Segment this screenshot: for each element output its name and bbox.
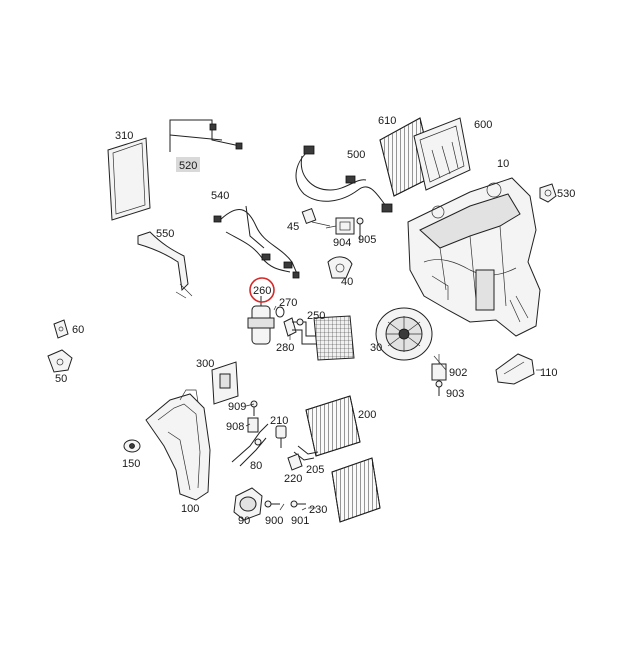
label-550: 550 (156, 228, 174, 240)
part-250-pipes (292, 318, 318, 345)
part-150-grommet (123, 439, 141, 453)
label-10: 10 (497, 158, 509, 170)
part-908-bolt (247, 417, 259, 433)
part-500-harness (295, 145, 393, 213)
label-908: 908 (226, 421, 244, 433)
part-550-hose (137, 231, 193, 299)
label-205: 205 (306, 464, 324, 476)
part-50-sensor (47, 349, 73, 373)
label-100: 100 (181, 503, 199, 515)
part-100-duct (145, 389, 211, 501)
label-270: 270 (279, 297, 297, 309)
part-600-filter-housing (413, 117, 471, 191)
part-902-resistor (431, 354, 447, 381)
part-901-screw (290, 500, 306, 508)
label-300: 300 (196, 358, 214, 370)
part-110-actuator (495, 353, 535, 385)
part-900-screw (264, 500, 280, 508)
label-904: 904 (333, 237, 351, 249)
part-evaporator-core (313, 315, 355, 361)
label-901: 901 (291, 515, 309, 527)
label-909: 909 (228, 401, 246, 413)
label-230: 230 (309, 504, 327, 516)
part-210-sensor (275, 425, 287, 448)
label-500: 500 (347, 149, 365, 161)
label-200: 200 (358, 409, 376, 421)
label-150: 150 (122, 458, 140, 470)
label-520-badge (176, 157, 200, 172)
part-530-bracket (539, 183, 557, 203)
part-30-blower (375, 307, 433, 361)
part-10-hvac-housing (407, 177, 541, 337)
part-270-oring (275, 306, 285, 318)
callout-labels: 310 520 540 550 500 45 904 905 40 610 60… (55, 115, 575, 527)
label-210: 210 (270, 415, 288, 427)
part-60-sensor (53, 319, 69, 339)
label-903: 903 (446, 388, 464, 400)
part-40-actuator (327, 256, 353, 279)
label-220: 220 (284, 473, 302, 485)
label-310: 310 (115, 130, 133, 142)
label-530: 530 (557, 188, 575, 200)
part-300-bracket (211, 361, 239, 405)
part-904-actuator (335, 217, 355, 235)
label-520: 520 (179, 160, 197, 172)
label-60: 60 (72, 324, 84, 336)
label-80: 80 (250, 460, 262, 472)
label-610: 610 (378, 115, 396, 127)
label-110: 110 (540, 367, 558, 379)
part-45-actuator (301, 208, 331, 227)
label-902: 902 (449, 367, 467, 379)
label-90: 90 (238, 515, 250, 527)
part-200-heater-core (305, 395, 361, 457)
label-540: 540 (211, 190, 229, 202)
part-260-expansion-valve (247, 296, 275, 345)
part-905-screw (356, 217, 364, 236)
part-540-harness (213, 205, 300, 279)
part-903-screw (435, 380, 443, 396)
part-230-aux-heater (331, 457, 381, 523)
label-40: 40 (341, 276, 353, 288)
label-600: 600 (474, 119, 492, 131)
part-909-screw (250, 400, 258, 416)
label-905: 905 (358, 234, 376, 246)
part-90-motor (233, 487, 263, 521)
label-30: 30 (370, 342, 382, 354)
label-280: 280 (276, 342, 294, 354)
label-260: 260 (253, 285, 271, 297)
label-900: 900 (265, 515, 283, 527)
part-280-clip (283, 317, 297, 337)
label-250: 250 (307, 310, 325, 322)
part-220-clip (287, 453, 303, 471)
part-310-filter-panel (107, 137, 151, 221)
part-80-fitting (231, 423, 269, 467)
highlight-ring-260 (249, 277, 275, 303)
label-45: 45 (287, 221, 299, 233)
label-50: 50 (55, 373, 67, 385)
part-520-wiring (169, 119, 243, 172)
leader-lines (245, 225, 542, 511)
